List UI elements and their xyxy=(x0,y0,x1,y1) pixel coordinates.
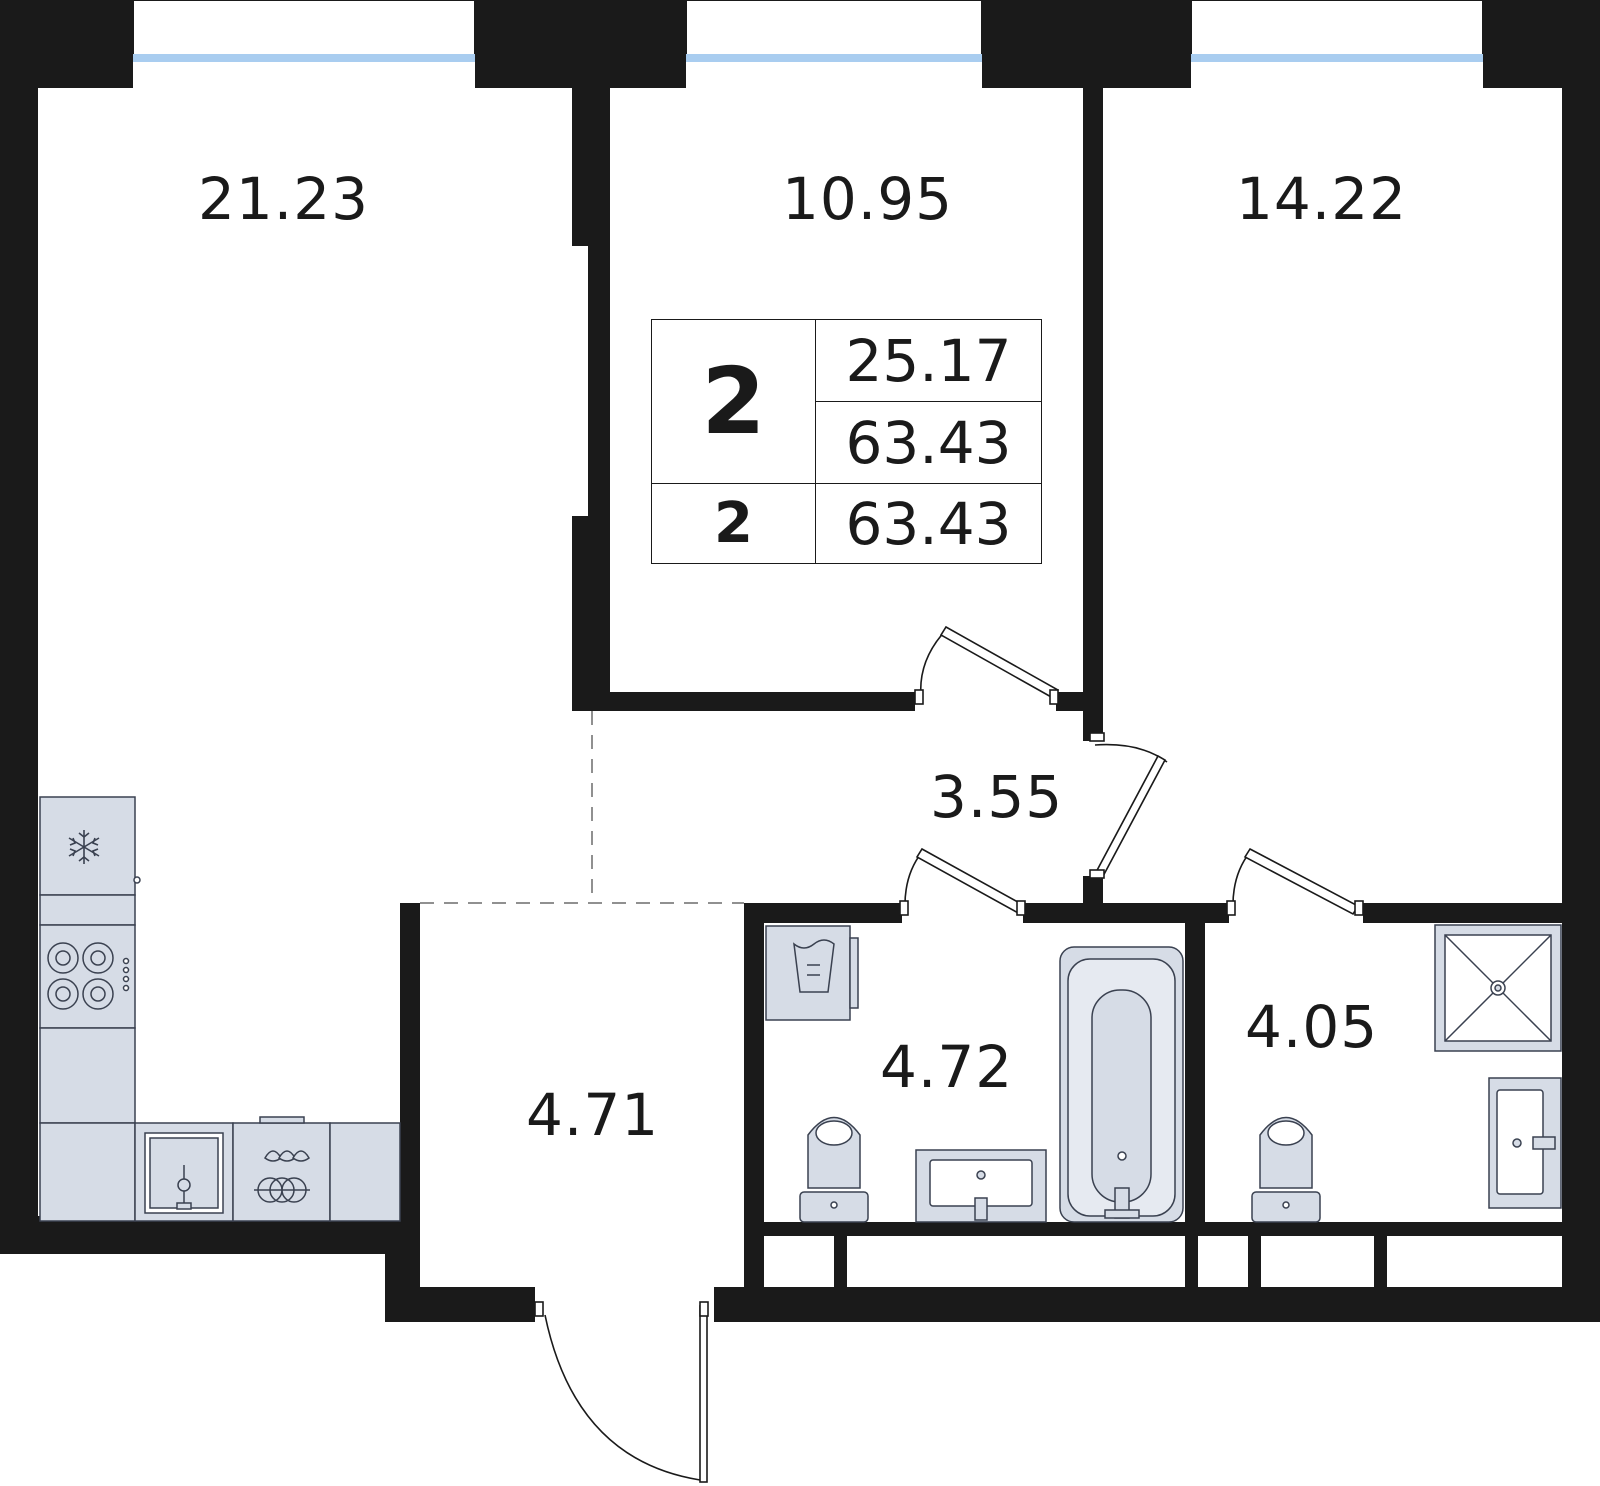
shower-washbasin xyxy=(1488,1077,1562,1209)
toilet-icon xyxy=(799,1116,869,1223)
total-area-value-2: 63.43 xyxy=(815,483,1041,563)
total-area-value: 63.43 xyxy=(815,402,1041,483)
window-bedroom-2-glass xyxy=(1183,54,1491,62)
shower-fixtures xyxy=(1251,924,1562,1223)
apartment-summary: 2 25.17 63.43 2 63.43 xyxy=(651,319,1042,564)
washing-machine-icon xyxy=(765,925,859,1021)
window-bedroom-1-glass xyxy=(678,54,988,62)
dishwasher xyxy=(232,1116,331,1222)
doors xyxy=(534,625,1364,1483)
zone-dividers xyxy=(420,711,744,904)
rooms-count-small: 2 xyxy=(652,483,815,563)
rooms-count-large: 2 xyxy=(701,348,766,455)
windows xyxy=(124,0,1491,62)
kitchen-fixtures xyxy=(39,796,401,1222)
bathroom-fixtures xyxy=(765,925,1184,1223)
shower-toilet xyxy=(1251,1116,1321,1223)
window-bedroom-2 xyxy=(1190,0,1484,57)
window-kitchen-glass xyxy=(124,54,482,62)
kitchen-sink-icon xyxy=(134,1122,234,1222)
washbasin-icon xyxy=(915,1149,1047,1223)
window-kitchen xyxy=(132,0,476,57)
window-bedroom-1 xyxy=(685,0,983,57)
room-area-shower-room: 4.05 xyxy=(1245,993,1379,1061)
walls xyxy=(0,0,1600,1322)
room-area-kitchen-living: 21.23 xyxy=(198,165,370,233)
bathtub-icon xyxy=(1059,946,1184,1223)
fridge-icon xyxy=(39,796,141,896)
room-area-bathroom: 4.72 xyxy=(880,1033,1014,1101)
living-area-value: 25.17 xyxy=(815,320,1041,402)
entrance-door-icon xyxy=(544,1305,708,1483)
room-area-corridor: 3.55 xyxy=(930,763,1064,831)
room-area-hallway: 4.71 xyxy=(526,1081,660,1149)
shower-tray-icon xyxy=(1434,924,1562,1052)
room-area-bedroom-1: 10.95 xyxy=(782,165,954,233)
room-area-bedroom-2: 14.22 xyxy=(1236,165,1408,233)
snowflake-icon xyxy=(68,830,100,864)
stove-icon xyxy=(39,924,136,1029)
